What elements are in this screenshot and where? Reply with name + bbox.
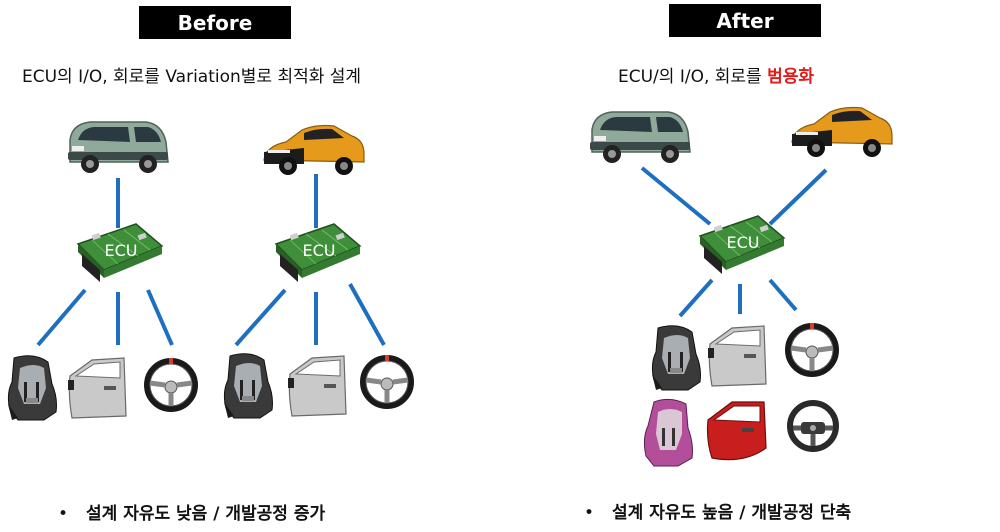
after-subtitle-highlight: 범용화 bbox=[767, 67, 815, 87]
car-door-icon bbox=[67, 357, 127, 419]
before-bullet: • 설계 자유도 낮음 / 개발공정 증가 bbox=[58, 499, 325, 524]
ecu-label: ECU bbox=[303, 241, 336, 260]
car-door-red-icon bbox=[706, 401, 767, 461]
after-label: After bbox=[669, 4, 821, 37]
car-door-icon bbox=[707, 325, 767, 387]
before-subtitle: ECU의 I/O, 회로를 Variation별로 최적화 설계 bbox=[22, 67, 362, 87]
before-group-1: ECU bbox=[7, 121, 195, 421]
steering-wheel-icon bbox=[787, 400, 839, 452]
before-group-2: ECU bbox=[223, 124, 411, 419]
before-label: Before bbox=[139, 6, 291, 39]
before-bullet-text: 설계 자유도 낮음 / 개발공정 증가 bbox=[86, 504, 326, 524]
child-seat-pink-icon bbox=[643, 398, 693, 467]
minivan-icon bbox=[589, 111, 691, 164]
child-seat-icon bbox=[651, 325, 701, 391]
after-bullet-text: 설계 자유도 높음 / 개발공정 단축 bbox=[612, 503, 852, 523]
bullet-symbol: • bbox=[58, 504, 69, 524]
minivan-icon bbox=[67, 121, 169, 174]
after-subtitle-text: ECU/의 I/O, 회로를 bbox=[618, 67, 768, 87]
sedan-icon bbox=[263, 124, 365, 176]
sedan-icon bbox=[791, 106, 893, 158]
steering-wheel-icon bbox=[363, 355, 411, 406]
bullet-symbol: • bbox=[584, 503, 595, 523]
after-bullet: • 설계 자유도 높음 / 개발공정 단축 bbox=[584, 498, 851, 523]
steering-wheel-icon bbox=[788, 323, 836, 374]
after-group: ECU bbox=[589, 106, 893, 467]
after-subtitle: ECU/의 I/O, 회로를 범용화 bbox=[618, 62, 814, 87]
child-seat-icon bbox=[7, 355, 57, 421]
ecu-label: ECU bbox=[727, 233, 760, 252]
car-door-icon bbox=[287, 355, 347, 417]
steering-wheel-icon bbox=[147, 358, 195, 409]
ecu-label: ECU bbox=[105, 241, 138, 260]
child-seat-icon bbox=[223, 353, 273, 419]
